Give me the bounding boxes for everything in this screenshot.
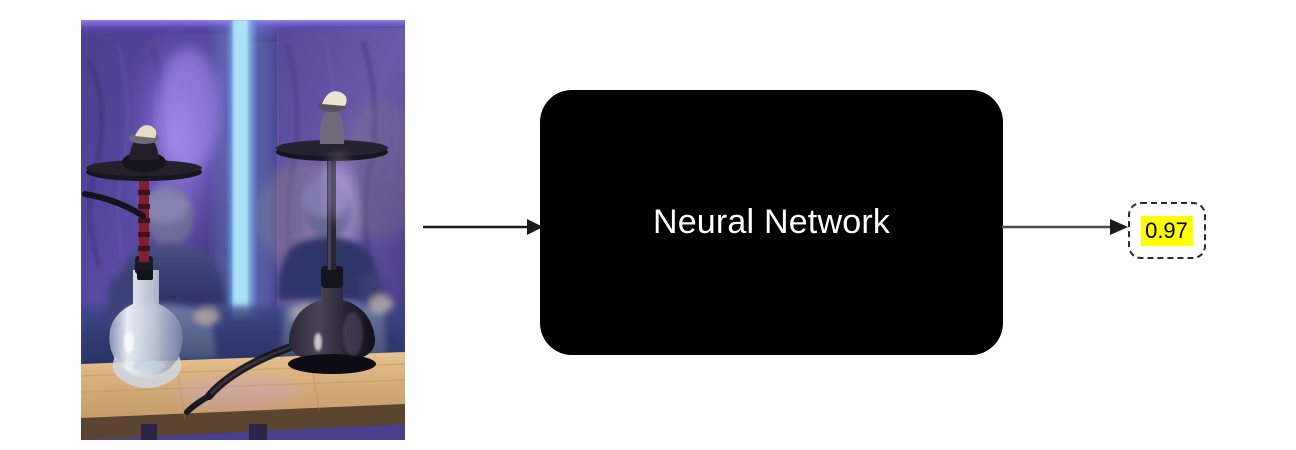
network-to-score-arrow [1002, 219, 1128, 235]
input-image-artwork [81, 20, 405, 440]
image-to-network-arrow [423, 219, 543, 235]
input-image [81, 20, 405, 440]
neural-network-box[interactable]: Neural Network [540, 90, 1003, 355]
output-score-value: 0.97 [1141, 215, 1193, 246]
output-score-box[interactable]: 0.97 [1128, 202, 1206, 259]
neural-network-label: Neural Network [652, 203, 891, 241]
